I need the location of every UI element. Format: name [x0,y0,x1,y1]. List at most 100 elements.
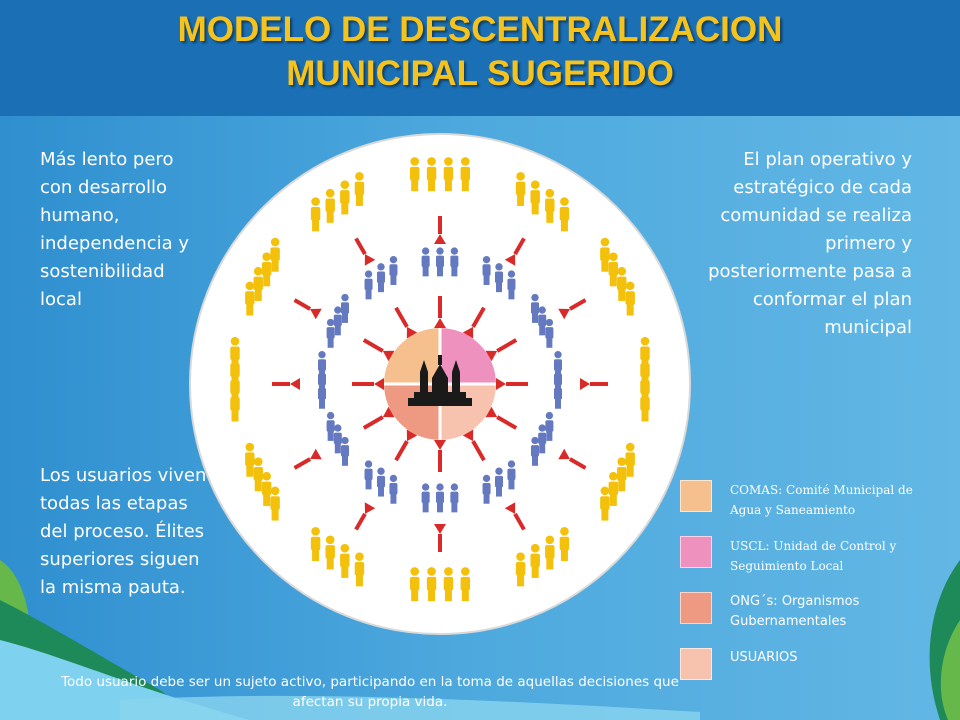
center-pie [384,328,496,440]
person-icon [545,188,555,223]
legend-label: USUARIOS [730,650,798,665]
person-icon [553,379,563,409]
person-icon [545,411,554,441]
person-icon [354,552,365,587]
person-icon [450,247,459,277]
outer-people-group [600,442,635,521]
person-icon [460,567,471,602]
person-icon [545,318,554,348]
legend-label: ONG´s: Organismos Gubernamentales [730,594,860,629]
person-icon [494,467,504,497]
legend-label: COMAS: Comité Municipal de Agua y Saneam… [730,483,913,517]
arrow-icon [394,429,418,462]
person-icon [538,306,547,336]
person-icon [261,471,272,506]
person-icon [333,424,342,454]
legend-item-usuarios: USUARIOS [680,648,950,688]
person-icon [317,350,327,380]
left-top-text: Más lento pero con desarrollo humano, in… [40,149,190,310]
person-icon [494,263,504,293]
outer-people-group [600,237,635,316]
title-line-1: MODELO DE DESCENTRALIZACION [177,10,783,49]
person-icon [608,252,619,287]
arrow-icon [434,296,446,328]
right-top-text: El plan operativo y estratégico de cada … [708,149,912,338]
person-icon [253,457,263,492]
arrow-icon [434,216,446,244]
person-icon [421,483,430,513]
arrow-icon [272,378,300,390]
arrow-icon [462,306,486,339]
person-icon [426,567,437,602]
outer-people-group [409,157,471,192]
person-icon [559,197,570,232]
person-icon [530,180,540,215]
person-icon [530,436,540,466]
inner-people-group [364,255,398,300]
person-icon [507,460,516,490]
person-icon [409,157,420,192]
person-icon [364,270,373,300]
person-icon [435,247,445,277]
person-icon [450,483,459,513]
person-icon [426,157,437,192]
outer-people-group [409,567,471,602]
title-line-2: MUNICIPAL SUGERIDO [286,54,674,93]
person-icon [460,157,471,192]
arrow-icon [558,448,587,470]
person-icon [515,171,526,206]
diagram-rays [230,157,650,602]
arrow-icon [394,306,418,339]
outer-people-group [515,527,570,587]
arrow-icon [293,448,322,470]
person-icon [340,436,350,466]
person-icon [340,180,350,215]
person-icon [389,255,398,285]
legend-item-ongs: ONG´s: Organismos Gubernamentales [680,592,950,632]
person-icon [245,442,255,477]
person-icon [409,567,420,602]
person-icon [253,266,263,301]
footer-note: Todo usuario debe ser un sujeto activo, … [61,674,679,710]
person-icon [538,424,547,454]
legend-swatch [680,648,712,680]
inner-people-group [553,350,563,409]
person-icon [340,293,350,323]
person-icon [482,474,491,504]
person-icon [325,535,335,570]
arrow-icon [354,502,376,531]
inner-people-group [326,411,350,466]
legend-swatch [680,536,712,568]
header-bar [0,0,960,116]
inner-people-group [482,255,516,300]
person-icon [376,467,386,497]
outer-people-group [230,336,240,422]
person-icon [310,527,321,562]
wave-decoration [120,695,700,720]
inner-people-group [530,293,554,348]
person-icon [545,535,555,570]
person-icon [515,552,526,587]
person-icon [325,188,335,223]
person-icon [389,474,398,504]
outer-people-group [515,171,570,232]
person-icon [261,252,272,287]
person-icon [617,266,627,301]
person-icon [443,567,454,602]
arrow-icon [504,237,526,266]
person-icon [326,318,335,348]
person-icon [530,293,540,323]
inner-people-group [530,411,554,466]
person-icon [482,255,491,285]
person-icon [333,306,342,336]
inner-people-group [326,293,350,348]
arrow-icon [362,338,395,362]
person-icon [270,237,280,272]
arrow-icon [434,524,446,552]
arrow-icon [354,237,376,266]
outer-people-group [640,336,650,422]
legend-swatch [680,480,712,512]
person-icon [435,483,445,513]
person-icon [625,281,635,316]
